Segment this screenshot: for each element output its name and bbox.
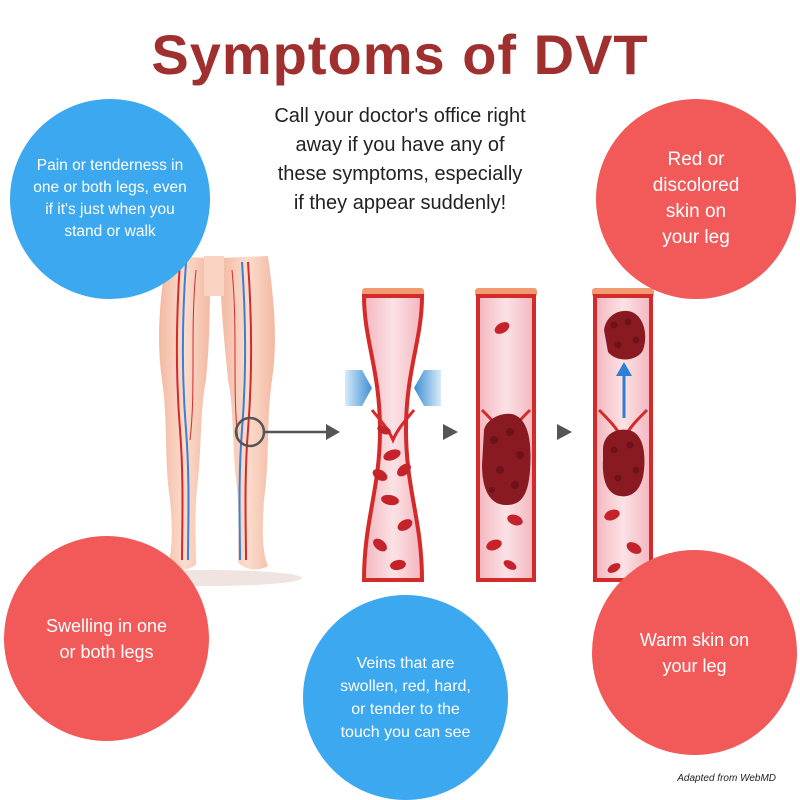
legs-illustration <box>118 256 340 586</box>
symptom-swelling-circle: Swelling in one or both legs <box>4 536 209 741</box>
symptom-veins-circle: Veins that are swollen, red, hard, or te… <box>303 595 508 800</box>
symptom-warm-skin-text: Warm skin on your leg <box>639 629 750 676</box>
vein-embolism <box>592 288 654 582</box>
vein-clot <box>475 288 537 582</box>
symptom-veins-text: Veins that are swollen, red, hard, or te… <box>340 654 471 741</box>
source-credit: Adapted from WebMD <box>677 773 776 784</box>
symptom-red-skin-circle: Red or discolored skin on your leg <box>596 99 796 299</box>
symptom-pain-text: Pain or tenderness in one or both legs, … <box>33 157 187 240</box>
arrow-icon <box>443 424 458 440</box>
page-title: Symptoms of DVT <box>151 23 649 86</box>
arrow-up-icon <box>616 362 632 376</box>
symptom-red-skin-text: Red or discolored skin on your leg <box>652 149 740 248</box>
intro-text: Call your doctor's office right away if … <box>274 105 526 214</box>
vein-narrowing <box>345 288 441 582</box>
symptom-swelling-text: Swelling in one or both legs <box>45 615 168 662</box>
symptom-warm-skin-circle: Warm skin on your leg <box>592 550 797 755</box>
arrow-icon <box>557 424 572 440</box>
symptom-pain-circle: Pain or tenderness in one or both legs, … <box>10 99 210 299</box>
